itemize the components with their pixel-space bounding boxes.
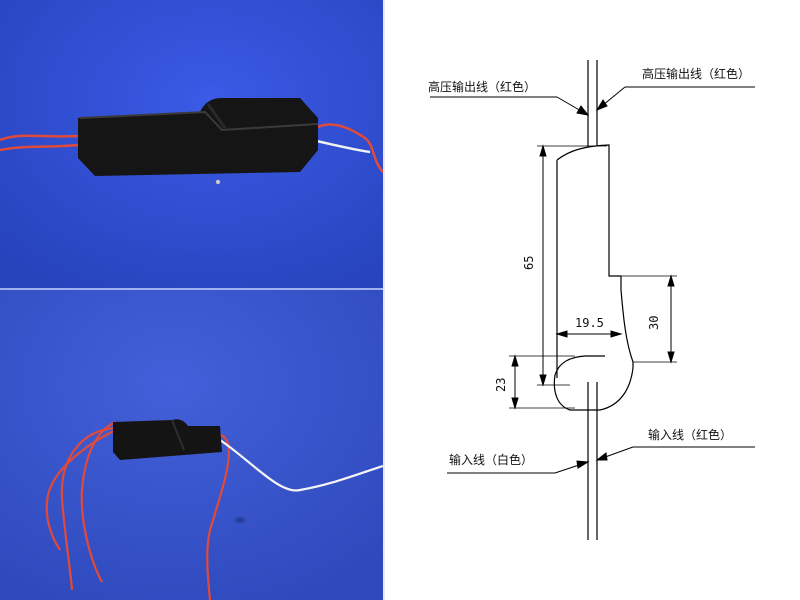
- leader-lines: [430, 86, 755, 474]
- dimension-base-height: 23: [494, 378, 508, 392]
- technical-drawing: 高压输出线（红色） 高压输出线（红色） 输入线（白色） 输入线（红色） 65 1…: [428, 60, 755, 540]
- product-photo-bottom-image: [0, 290, 383, 600]
- dimension-lines: [509, 144, 677, 410]
- body-outline: [553, 144, 634, 411]
- dimension-step-height: 30: [647, 316, 661, 330]
- label-input-white: 输入线（白色）: [449, 452, 533, 467]
- panel-separator: [383, 0, 385, 600]
- product-photo-top: [0, 0, 383, 288]
- photo-divider: [0, 288, 383, 290]
- product-photo-bottom: [0, 290, 383, 600]
- label-hv-output-left: 高压输出线（红色）: [428, 79, 536, 94]
- label-input-red: 输入线（红色）: [648, 427, 732, 442]
- dimension-total-length: 65: [522, 256, 536, 270]
- dimension-width: 19.5: [575, 316, 604, 330]
- label-hv-output-right: 高压输出线（红色）: [642, 66, 750, 81]
- outline: [553, 60, 634, 540]
- product-photo-top-image: [0, 0, 383, 288]
